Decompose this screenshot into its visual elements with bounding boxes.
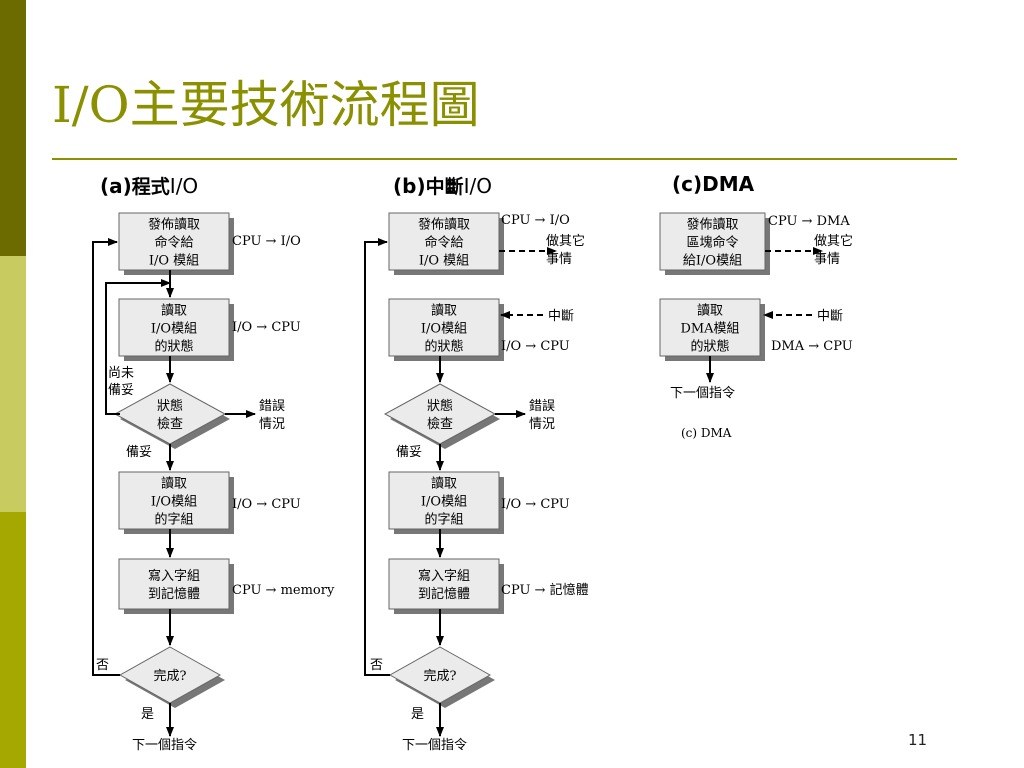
a-done-diamond-label: 完成? <box>154 669 187 684</box>
b-cpu-to-memory-note: CPU → 記憶體 <box>501 582 589 598</box>
c-interrupt-label: 中斷 <box>817 309 843 324</box>
a-not-ready-label: 備妥 <box>108 382 134 398</box>
a-status-check-diamond-label: 狀態 <box>157 398 183 414</box>
b-next-instruction-label: 下一個指令 <box>402 738 467 753</box>
b-status-check-diamond <box>383 383 497 445</box>
b-cpu-to-io-note: CPU → I/O <box>501 213 570 228</box>
a-not-ready-label: 尚未 <box>108 366 134 381</box>
a-read-word-box-label: 的字組 <box>154 512 193 528</box>
b-issue-command-box <box>388 212 500 271</box>
a-read-word-box <box>118 471 230 530</box>
a-read-word-box-label: I/O模組 <box>151 495 197 510</box>
panel-a-heading: (a)程式I/O <box>100 174 199 198</box>
a-not-done-loop <box>92 238 120 676</box>
b-not-done-loop <box>364 238 390 676</box>
b-read-status-box-label: 讀取 <box>431 304 457 319</box>
a-issue-command-box <box>118 212 230 271</box>
a-read-word-box-label: 讀取 <box>161 477 187 492</box>
c-read-status-box-label: DMA模組 <box>680 322 739 337</box>
a-not-ready-loop <box>105 279 171 415</box>
page-number: 11 <box>908 731 928 749</box>
side-bar-top <box>0 0 26 256</box>
b-io-to-cpu-note-2: I/O → CPU <box>501 497 570 512</box>
c-issue-block-command-box-label: 給I/O模組 <box>683 254 742 269</box>
a-write-memory-box-label: 寫入字組 <box>148 568 200 584</box>
a-ready-label: 備妥 <box>126 444 152 460</box>
b-read-status-box-label: 的狀態 <box>424 339 463 355</box>
a-read-status-box <box>118 298 230 357</box>
b-status-check-diamond-label: 檢查 <box>427 416 453 432</box>
a-read-status-box-label: 讀取 <box>161 304 187 319</box>
b-io-to-cpu-note: I/O → CPU <box>501 339 570 354</box>
b-done-diamond-label: 完成? <box>424 669 457 684</box>
b-write-memory-box <box>388 558 500 610</box>
b-write-memory-box-label: 寫入字組 <box>418 568 470 584</box>
a-read-status-box-label: 的狀態 <box>154 339 193 355</box>
a-cpu-to-memory-note: CPU → memory <box>232 583 335 598</box>
a-write-memory-box-label: 到記憶體 <box>148 586 200 602</box>
b-read-word-box-label: 的字組 <box>424 512 463 528</box>
c-cpu-to-dma-note: CPU → DMA <box>768 214 850 229</box>
b-no-label: 否 <box>370 658 383 673</box>
b-do-other-label: 事情 <box>546 252 572 267</box>
c-do-other-label: 做其它 <box>814 233 853 249</box>
c-issue-block-command-box <box>659 212 766 271</box>
b-error-label: 錯誤 <box>529 398 555 414</box>
a-issue-command-box-label: 發佈讀取 <box>148 217 200 233</box>
a-error-label: 錯誤 <box>259 398 285 414</box>
b-yes-label: 是 <box>411 707 424 722</box>
panel-b-heading: (b)中斷I/O <box>393 174 493 198</box>
c-next-instruction-label: 下一個指令 <box>670 386 735 401</box>
c-do-other-label: 事情 <box>814 252 840 267</box>
c-issue-block-command-box-label: 發佈讀取 <box>686 217 738 233</box>
b-read-status-box <box>388 298 500 357</box>
b-read-word-box-label: I/O模組 <box>421 495 467 510</box>
c-read-status-box <box>659 298 761 357</box>
panel-c-heading: (c)DMA <box>672 172 755 196</box>
b-error-label: 情況 <box>529 417 555 432</box>
a-issue-command-box-label: I/O 模組 <box>149 254 199 269</box>
b-read-word-box-label: 讀取 <box>431 477 457 492</box>
b-issue-command-box-label: I/O 模組 <box>419 254 469 269</box>
a-yes-label: 是 <box>141 707 154 722</box>
a-error-label: 情況 <box>259 417 285 432</box>
a-cpu-to-io-note: CPU → I/O <box>232 234 301 249</box>
a-issue-command-box-label: 命令給 <box>154 235 193 251</box>
b-read-word-box <box>388 471 500 530</box>
b-issue-command-box-label: 發佈讀取 <box>418 217 470 233</box>
b-ready-label: 備妥 <box>396 444 422 460</box>
c-read-status-box-label: 讀取 <box>697 304 723 319</box>
c-caption: (c) DMA <box>681 426 732 440</box>
a-status-check-diamond-label: 檢查 <box>157 416 183 432</box>
a-read-status-box-label: I/O模組 <box>151 322 197 337</box>
c-dma-to-cpu-note: DMA → CPU <box>771 339 853 354</box>
a-write-memory-box <box>118 558 230 610</box>
side-bar-bottom <box>0 512 26 768</box>
a-io-to-cpu-note-2: I/O → CPU <box>232 497 301 512</box>
b-status-check-diamond-label: 狀態 <box>427 398 453 414</box>
b-do-other-label: 做其它 <box>546 233 585 249</box>
title-rule <box>52 158 957 160</box>
b-read-status-box-label: I/O模組 <box>421 322 467 337</box>
slide-title: I/O主要技術流程圖 <box>52 76 480 134</box>
a-io-to-cpu-note: I/O → CPU <box>232 320 301 335</box>
b-write-memory-box-label: 到記憶體 <box>418 586 470 602</box>
b-issue-command-box-label: 命令給 <box>424 235 463 251</box>
a-no-label: 否 <box>96 658 109 673</box>
a-next-instruction-label: 下一個指令 <box>132 738 197 753</box>
c-issue-block-command-box-label: 區塊命令 <box>686 235 738 251</box>
b-interrupt-label: 中斷 <box>548 309 574 324</box>
c-read-status-box-label: 的狀態 <box>690 339 729 355</box>
side-bar-middle <box>0 256 26 512</box>
